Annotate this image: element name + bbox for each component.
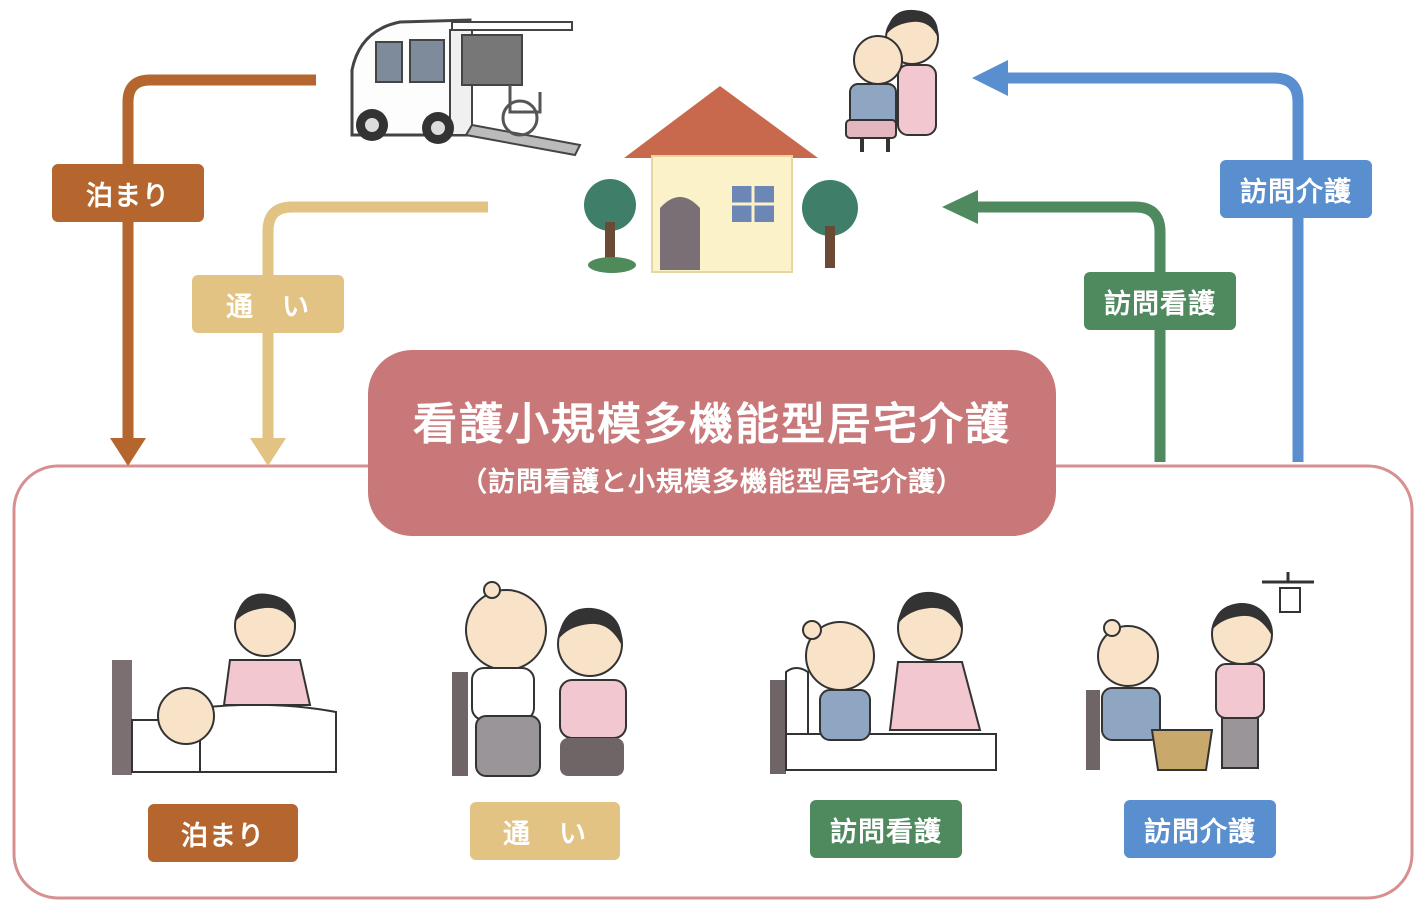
houmon-kango-arrow — [974, 201, 1166, 462]
tomari-arrowhead — [110, 438, 146, 466]
center-title-box: 看護小規模多機能型居宅介護 （訪問看護と小規模多機能型居宅介護） — [368, 350, 1056, 536]
bed-care-icon — [112, 593, 337, 775]
top-label-houmon-kaigo: 訪問介護 — [1220, 160, 1372, 218]
center-subtitle: （訪問看護と小規模多機能型居宅介護） — [460, 466, 964, 498]
tomari-arrow — [122, 74, 316, 440]
caregiver-hug-icon — [845, 9, 939, 152]
home-help-icon — [1086, 572, 1314, 771]
center-title: 看護小規模多機能型居宅介護 — [413, 398, 1011, 450]
nurse-visit-icon — [770, 591, 997, 774]
houmon-kango-arrowhead — [942, 190, 978, 224]
walking-assist-icon — [452, 581, 627, 777]
bottom-label-houmon-kango: 訪問看護 — [810, 800, 962, 858]
bottom-label-tomari: 泊まり — [148, 804, 298, 862]
wheelchair-van-icon — [350, 18, 582, 157]
top-label-tomari: 泊まり — [52, 164, 204, 222]
houmon-kaigo-arrowhead — [972, 60, 1008, 96]
kayoi-arrow — [262, 201, 488, 440]
bottom-label-houmon-kaigo: 訪問介護 — [1124, 800, 1276, 858]
house-icon — [584, 86, 858, 273]
top-label-kayoi: 通 い — [192, 275, 344, 333]
kayoi-arrowhead — [250, 438, 286, 466]
houmon-kaigo-arrow — [1004, 72, 1304, 462]
top-label-houmon-kango: 訪問看護 — [1084, 272, 1236, 330]
bottom-label-kayoi: 通 い — [470, 802, 620, 860]
